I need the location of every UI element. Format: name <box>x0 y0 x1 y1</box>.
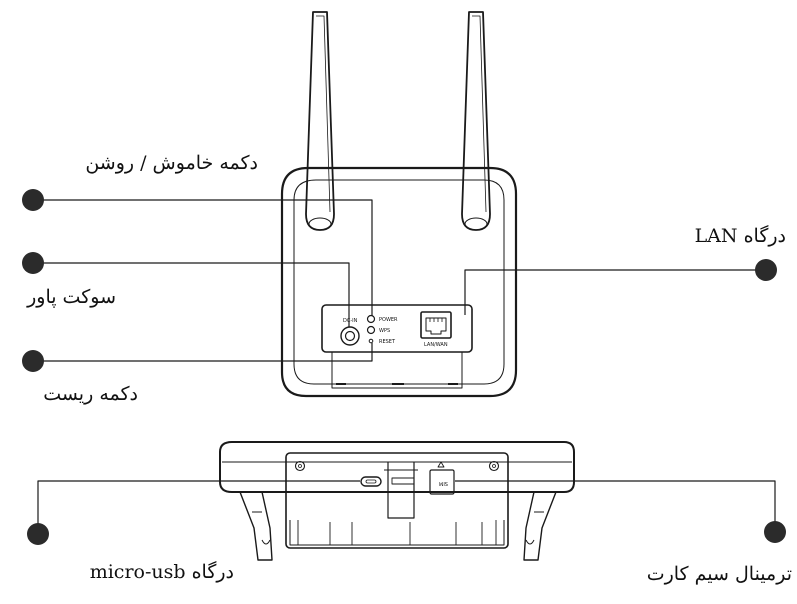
power-socket-leader <box>33 262 350 327</box>
router-body-bottom <box>219 441 575 561</box>
dc-in-marking: DC-IN <box>343 318 358 324</box>
sim-slot <box>429 461 455 495</box>
sim-marking: SIM <box>439 480 448 486</box>
reset-marking: RESET <box>379 339 396 345</box>
lan-port-callout-dot <box>755 259 777 281</box>
power-button-label: دکمه خاموش / روشن <box>85 152 258 174</box>
lan-port-leader <box>464 269 766 315</box>
micro-usb-callout-dot <box>27 523 49 545</box>
wps-button <box>366 325 376 335</box>
leader-lines <box>33 199 776 533</box>
power-socket-callout-dot <box>22 252 44 274</box>
lan-port <box>420 311 452 339</box>
sim-terminal-leader <box>455 480 776 531</box>
micro-usb-port <box>360 476 382 487</box>
reset-button-callout-dot <box>22 350 44 372</box>
micro-usb-leader <box>37 480 360 533</box>
power-marking: POWER <box>379 317 398 323</box>
power-button-leader <box>33 199 373 316</box>
sim-terminal-label: ترمینال سیم کارت <box>646 563 792 585</box>
power-button <box>366 314 376 324</box>
reset-hole <box>368 338 374 344</box>
reset-button-label: دکمه ریست <box>43 383 138 405</box>
sim-terminal-callout-dot <box>764 521 786 543</box>
wps-marking: WPS <box>379 328 390 334</box>
right-antenna <box>461 11 491 231</box>
power-socket-label: سوکت پاور <box>27 286 116 308</box>
power-button-callout-dot <box>22 189 44 211</box>
dc-in-socket <box>340 326 360 346</box>
router-body-back <box>280 166 518 398</box>
micro-usb-port-label: درگاه micro-usb <box>89 561 234 583</box>
back-port-panel <box>321 304 473 389</box>
lan-wan-marking: LAN/WAN <box>424 342 448 348</box>
reset-button-leader <box>33 343 373 362</box>
left-antenna <box>305 11 335 231</box>
lan-port-label: درگاه LAN <box>694 225 786 247</box>
